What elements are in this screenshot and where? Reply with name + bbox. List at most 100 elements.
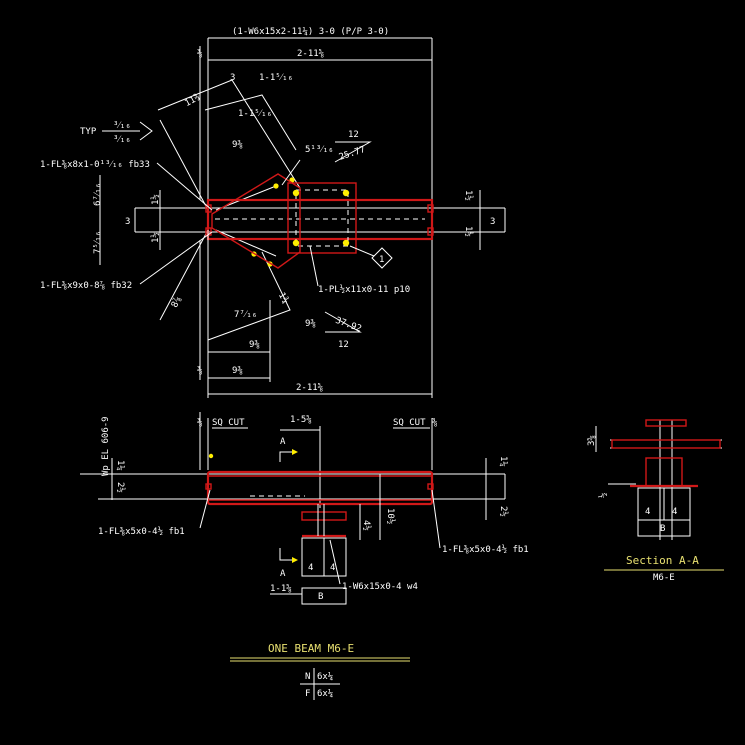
dim-label: 1-1⁵⁄₁₆ bbox=[259, 73, 293, 83]
section-sub: M6-E bbox=[653, 573, 675, 583]
b-label: B bbox=[318, 592, 323, 602]
sq-cut-right: SQ CUT bbox=[393, 418, 426, 428]
end-cap bbox=[427, 227, 434, 236]
section-top-flange bbox=[645, 419, 687, 427]
section-beam-flange bbox=[611, 439, 721, 449]
leader-line bbox=[281, 159, 301, 186]
end-cap bbox=[427, 483, 434, 490]
weld-size: ³⁄₁₆ bbox=[113, 135, 131, 145]
beam-web bbox=[206, 470, 434, 506]
member-callout: (1-W6x15x2-11¼) 3-0 (P/P 3-0) bbox=[232, 27, 389, 37]
leader-line bbox=[309, 245, 319, 287]
dim-label: 9⅜ bbox=[232, 366, 243, 376]
fl-right-callout: 1-FL⅜x5x0-4½ fb1 bbox=[442, 544, 529, 555]
arrow-head-icon bbox=[292, 449, 298, 455]
dim-label: 9⅜ bbox=[232, 140, 243, 150]
section-tag-icon bbox=[371, 247, 393, 269]
dim-label: 4 bbox=[672, 507, 677, 517]
pl-callout: 1-PL½x11x0-11 p10 bbox=[318, 284, 410, 295]
dim-label: 9⅜ bbox=[305, 319, 316, 329]
dim-top: 1-5⅝ bbox=[290, 415, 312, 425]
leader-line bbox=[329, 539, 341, 585]
dim-label: 1½ bbox=[463, 226, 474, 237]
section-arrow-icon bbox=[279, 451, 296, 462]
wp-el: Wp EL 606-9 bbox=[101, 416, 111, 476]
weld-point-icon bbox=[273, 183, 279, 189]
end-cap bbox=[427, 204, 434, 213]
dim-label: 3⅝ bbox=[587, 435, 597, 446]
dim-label: 2½ bbox=[115, 482, 126, 493]
dim-label: 1¼ bbox=[115, 460, 125, 471]
section-b-box bbox=[637, 519, 691, 537]
section-b-label: B bbox=[660, 524, 665, 534]
bolt-icon bbox=[342, 189, 350, 197]
typ-label: TYP bbox=[80, 127, 97, 137]
dim-label: 1¼ bbox=[498, 456, 508, 467]
dim-label: 12 bbox=[338, 340, 349, 350]
arrow-head-icon bbox=[292, 557, 298, 563]
brace-outline bbox=[157, 79, 301, 189]
leader-line bbox=[349, 245, 375, 257]
section-title: Section A-A bbox=[626, 554, 699, 567]
dim-label: 1-1⁵⁄₁₆ bbox=[238, 109, 272, 119]
bolt-group bbox=[295, 189, 349, 247]
dim-label: 1-1⅝ bbox=[270, 584, 292, 594]
dim-label: 4½ bbox=[361, 520, 372, 531]
dim-label: 10½ bbox=[385, 508, 396, 524]
dim-label: 2-11⅝ bbox=[296, 383, 323, 393]
dim-label: 1½ bbox=[150, 194, 161, 205]
row2-key: F bbox=[305, 689, 310, 699]
dim-label: 25.77 bbox=[338, 145, 367, 163]
beam-flange bbox=[206, 198, 434, 241]
brace-line bbox=[159, 229, 209, 321]
w-member-callout: 1-W6x15x0-4 w4 bbox=[342, 582, 418, 592]
end-cap bbox=[205, 483, 212, 490]
edge-right: ⅜ bbox=[432, 418, 437, 428]
fl-left-callout: 1-FL⅜x5x0-4½ fb1 bbox=[98, 526, 185, 537]
connection-plate bbox=[287, 182, 357, 254]
section-tag: 1 bbox=[379, 255, 384, 265]
fl-upper-callout: 1-FL⅜x8x1-0¹³⁄₁₆ fb33 bbox=[40, 160, 150, 170]
dim-label: 11¾ bbox=[183, 93, 202, 109]
dim-label: 3 bbox=[230, 73, 235, 83]
dim-label: 6⁷⁄₁₆ bbox=[93, 183, 103, 206]
brace-line bbox=[215, 229, 277, 257]
weld-size: ³⁄₁₆ bbox=[113, 121, 131, 131]
bolt-icon bbox=[292, 189, 300, 197]
dim-label: 8⅞ bbox=[170, 295, 184, 309]
sq-cut-left: SQ CUT bbox=[212, 418, 245, 428]
row1-key: N bbox=[305, 672, 310, 682]
slope-triangle bbox=[324, 311, 362, 333]
fl-lower-callout: 1-FL⅜x9x0-8⅞ fb32 bbox=[40, 281, 132, 291]
brace-line bbox=[159, 119, 209, 211]
weld-symbol-icon bbox=[139, 121, 153, 141]
gusset-plate bbox=[211, 173, 301, 269]
b-box bbox=[301, 587, 347, 605]
bolt-icon bbox=[292, 239, 300, 247]
dim-label: 7⁵⁄₁₆ bbox=[93, 231, 103, 254]
section-stub bbox=[645, 457, 683, 487]
dim-label: 1¾ bbox=[276, 291, 290, 305]
brace-outline bbox=[207, 251, 291, 341]
section-arrow-icon bbox=[279, 548, 296, 561]
row2-val: 6x¼ bbox=[317, 689, 333, 699]
dim-label: 1½ bbox=[463, 190, 474, 201]
dim-label: 4 bbox=[308, 563, 313, 573]
dim-label: 1½ bbox=[150, 232, 161, 243]
dim-label: 3 bbox=[490, 217, 495, 227]
slope-triangle bbox=[334, 141, 372, 163]
leader-line bbox=[156, 162, 213, 211]
leader-line bbox=[199, 489, 211, 529]
dim-label: 12 bbox=[348, 130, 359, 140]
beam-title: ONE BEAM M6-E bbox=[268, 642, 354, 655]
section-mark: A bbox=[280, 437, 286, 447]
section-mark: A bbox=[280, 569, 286, 579]
dim-label: 3 bbox=[125, 217, 130, 227]
dim-label: 7⁷⁄₁₆ bbox=[234, 310, 257, 320]
dim-label: 5¹³⁄₁₆ bbox=[305, 145, 334, 155]
bolt-icon bbox=[342, 239, 350, 247]
weld-point-icon bbox=[208, 453, 214, 459]
row1-val: 6x¼ bbox=[317, 672, 333, 682]
dim-label: 9⅜ bbox=[249, 340, 260, 350]
